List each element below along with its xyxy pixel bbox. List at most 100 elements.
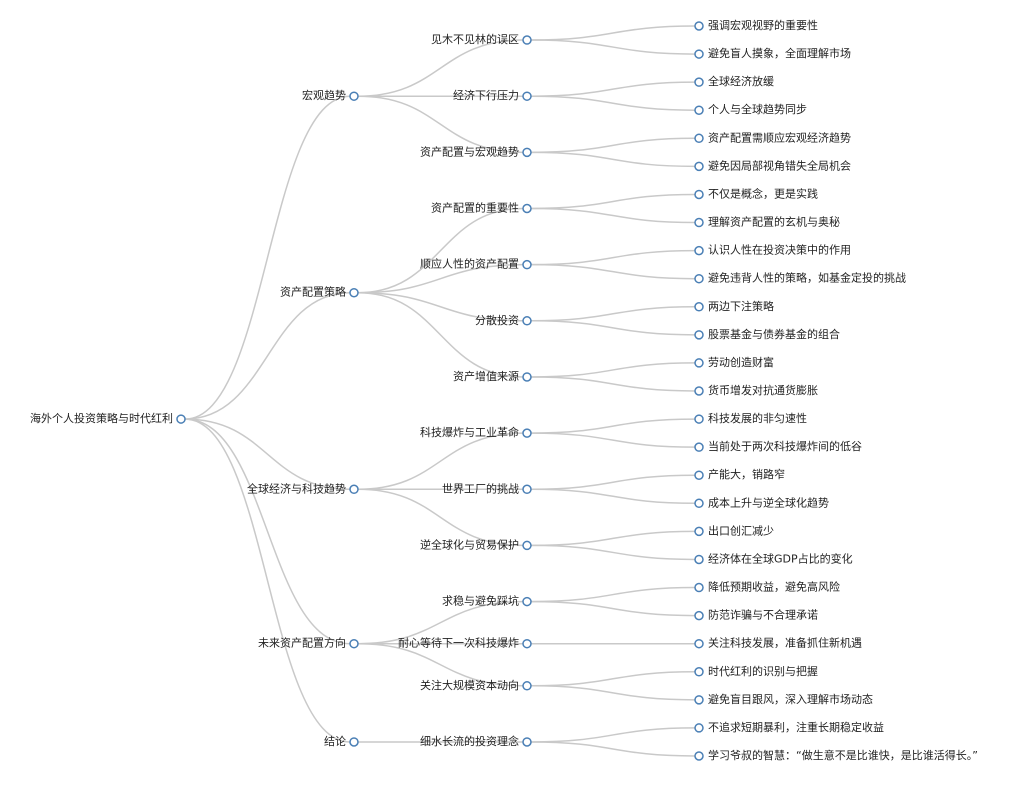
subtopic-node[interactable]: 分散投资: [475, 313, 532, 327]
node-toggle-circle[interactable]: [694, 245, 704, 256]
node-toggle-circle[interactable]: [694, 358, 704, 368]
topic-node[interactable]: 未来资产配置方向: [258, 636, 359, 650]
node-label: 货币增发对抗通货膨胀: [708, 383, 818, 397]
node-toggle-circle[interactable]: [694, 610, 704, 621]
root-node[interactable]: 海外个人投资策略与时代红利: [30, 411, 186, 425]
node-toggle-circle[interactable]: [349, 287, 359, 298]
node-toggle-circle[interactable]: [522, 316, 532, 326]
node-toggle-circle[interactable]: [694, 526, 704, 537]
node-toggle-circle[interactable]: [694, 751, 704, 761]
leaf-node[interactable]: 劳动创造财富: [694, 355, 774, 369]
subtopic-node[interactable]: 逆全球化与贸易保护: [420, 537, 532, 551]
node-toggle-circle[interactable]: [349, 484, 359, 495]
node-toggle-circle[interactable]: [522, 203, 532, 214]
leaf-node[interactable]: 降低预期收益，避免高风险: [694, 580, 840, 594]
subtopic-node[interactable]: 经济下行压力: [453, 88, 532, 102]
leaf-node[interactable]: 全球经济放缓: [694, 74, 774, 88]
leaf-node[interactable]: 出口创汇减少: [694, 523, 774, 537]
leaf-node[interactable]: 理解资产配置的玄机与奥秘: [694, 215, 840, 229]
node-toggle-circle[interactable]: [694, 386, 704, 396]
node-toggle-circle[interactable]: [694, 217, 704, 228]
leaf-node[interactable]: 避免盲人摸象，全面理解市场: [694, 46, 851, 60]
node-label: 认识人性在投资决策中的作用: [708, 243, 851, 257]
leaf-node[interactable]: 当前处于两次科技爆炸间的低谷: [694, 439, 862, 453]
node-toggle-circle[interactable]: [694, 189, 704, 200]
node-toggle-circle[interactable]: [694, 638, 704, 649]
leaf-node[interactable]: 避免违背人性的策略，如基金定投的挑战: [694, 271, 906, 285]
leaf-node[interactable]: 货币增发对抗通货膨胀: [694, 383, 818, 397]
node-toggle-circle[interactable]: [694, 695, 704, 705]
leaf-node[interactable]: 产能大，销路窄: [694, 467, 785, 481]
leaf-node[interactable]: 避免因局部视角错失全局机会: [694, 158, 851, 172]
node-toggle-circle[interactable]: [694, 330, 704, 340]
node-toggle-circle[interactable]: [522, 372, 532, 382]
topic-node[interactable]: 结论: [324, 734, 359, 748]
subtopic-node[interactable]: 耐心等待下一次科技爆炸: [398, 636, 532, 650]
subtopic-node[interactable]: 资产配置的重要性: [431, 201, 532, 215]
node-toggle-circle[interactable]: [694, 302, 704, 312]
node-toggle-circle[interactable]: [694, 723, 704, 733]
branch-link: [184, 418, 351, 743]
subtopic-node[interactable]: 关注大规模资本动向: [420, 678, 532, 692]
subtopic-node[interactable]: 见木不见林的误区: [431, 32, 532, 46]
node-toggle-circle[interactable]: [694, 498, 704, 509]
node-toggle-circle[interactable]: [349, 91, 359, 101]
node-toggle-circle[interactable]: [176, 414, 186, 424]
node-toggle-circle[interactable]: [694, 554, 704, 565]
leaf-node[interactable]: 防范诈骗与不合理承诺: [694, 608, 818, 622]
leaf-node[interactable]: 股票基金与债券基金的组合: [694, 327, 840, 341]
subtopic-node[interactable]: 顺应人性的资产配置: [420, 257, 532, 271]
leaf-node[interactable]: 资产配置需顺应宏观经济趋势: [694, 130, 851, 144]
node-toggle-circle[interactable]: [522, 484, 532, 495]
node-toggle-circle[interactable]: [694, 470, 704, 480]
subtopic-node[interactable]: 求稳与避免踩坑: [442, 594, 532, 608]
leaf-node[interactable]: 避免盲目跟风，深入理解市场动态: [694, 692, 873, 706]
leaf-node[interactable]: 时代红利的识别与把握: [694, 664, 818, 678]
leaf-node[interactable]: 学习爷叔的智慧：“做生意不是比谁快，是比谁活得长。”: [694, 748, 978, 762]
subtopic-node[interactable]: 资产增值来源: [453, 369, 532, 383]
node-toggle-circle[interactable]: [694, 273, 704, 284]
node-toggle-circle[interactable]: [694, 582, 704, 593]
node-toggle-circle[interactable]: [522, 91, 532, 101]
node-toggle-circle[interactable]: [349, 638, 359, 649]
leaf-node[interactable]: 两边下注策略: [694, 299, 774, 313]
node-toggle-circle[interactable]: [694, 667, 704, 677]
topic-node[interactable]: 宏观趋势: [302, 88, 359, 102]
subtopic-node[interactable]: 科技爆炸与工业革命: [420, 425, 532, 439]
branch-link: [530, 39, 696, 55]
node-toggle-circle[interactable]: [522, 259, 532, 270]
subtopic-node[interactable]: 资产配置与宏观趋势: [420, 144, 532, 158]
node-toggle-circle[interactable]: [522, 540, 532, 551]
node-toggle-circle[interactable]: [522, 428, 532, 438]
topic-node[interactable]: 全球经济与科技趋势: [247, 481, 359, 495]
node-label: 分散投资: [475, 313, 519, 327]
node-toggle-circle[interactable]: [694, 442, 704, 452]
node-toggle-circle[interactable]: [522, 147, 532, 158]
node-toggle-circle[interactable]: [522, 737, 532, 747]
leaf-node[interactable]: 个人与全球趋势同步: [694, 102, 807, 116]
node-toggle-circle[interactable]: [694, 133, 704, 144]
topic-node[interactable]: 资产配置策略: [280, 285, 359, 299]
leaf-node[interactable]: 强调宏观视野的重要性: [694, 18, 818, 32]
node-toggle-circle[interactable]: [694, 414, 704, 424]
node-toggle-circle[interactable]: [694, 21, 704, 31]
node-toggle-circle[interactable]: [694, 161, 704, 172]
node-toggle-circle[interactable]: [522, 681, 532, 691]
node-toggle-circle[interactable]: [522, 596, 532, 607]
leaf-node[interactable]: 不仅是概念，更是实践: [694, 186, 818, 200]
leaf-node[interactable]: 经济体在全球GDP占比的变化: [694, 551, 853, 565]
leaf-node[interactable]: 不追求短期暴利，注重长期稳定收益: [694, 720, 884, 734]
node-label: 耐心等待下一次科技爆炸: [398, 636, 519, 650]
node-toggle-circle[interactable]: [694, 49, 704, 59]
node-toggle-circle[interactable]: [522, 638, 532, 649]
subtopic-node[interactable]: 世界工厂的挑战: [442, 481, 532, 495]
subtopic-node[interactable]: 细水长流的投资理念: [420, 734, 532, 748]
node-toggle-circle[interactable]: [349, 737, 359, 747]
node-toggle-circle[interactable]: [522, 35, 532, 45]
leaf-node[interactable]: 认识人性在投资决策中的作用: [694, 243, 851, 257]
leaf-node[interactable]: 成本上升与逆全球化趋势: [694, 495, 829, 509]
leaf-node[interactable]: 关注科技发展，准备抓住新机遇: [694, 636, 862, 650]
node-toggle-circle[interactable]: [694, 77, 704, 87]
node-toggle-circle[interactable]: [694, 105, 704, 115]
leaf-node[interactable]: 科技发展的非匀速性: [694, 411, 807, 425]
